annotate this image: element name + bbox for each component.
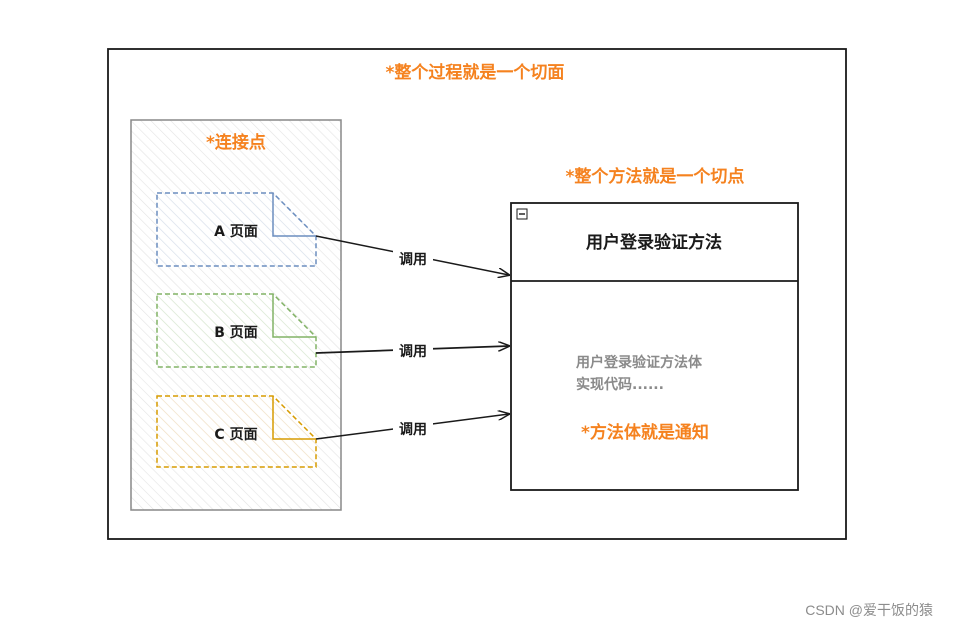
page-b-label: B 页面 [214,325,258,341]
advice-title: *方法体就是通知 [581,422,709,443]
joinpoint-title: *连接点 [206,132,266,153]
call-label-c: 调用 [399,422,427,438]
page-c-label: C 页面 [214,427,257,443]
method-body-line2: 实现代码...... [576,376,664,393]
page-a-document: A 页面 [156,192,317,267]
call-label-a: 调用 [399,252,427,268]
call-label-b: 调用 [399,344,427,360]
page-b-document: B 页面 [156,293,317,368]
collapse-icon[interactable] [516,208,528,220]
call-label-bg-b [393,342,433,360]
method-name: 用户登录验证方法 [586,232,722,253]
aspect-title: *整个过程就是一个切面 [386,62,565,83]
method-box [510,202,799,491]
method-body-line1: 用户登录验证方法体 [576,354,703,371]
call-label-bg-c [393,420,433,438]
pointcut-title: *整个方法就是一个切点 [566,166,745,187]
call-label-bg-a [393,250,433,268]
watermark: CSDN @爱干饭的猿 [805,602,933,618]
aspect-frame [107,48,847,540]
page-a-label: A 页面 [214,224,258,240]
page-c-document: C 页面 [156,395,317,468]
